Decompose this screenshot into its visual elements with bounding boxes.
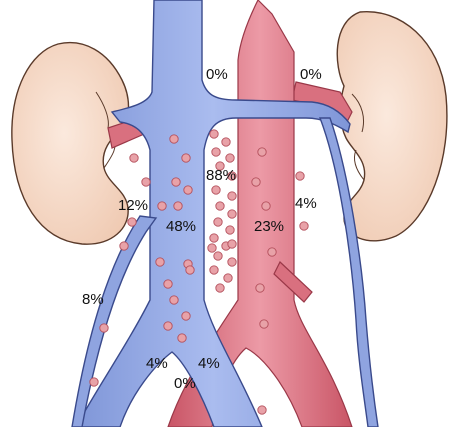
particle-dot xyxy=(299,221,309,231)
particle-dot xyxy=(215,161,225,171)
particle-dot xyxy=(255,283,265,293)
particle-dot xyxy=(119,241,129,251)
particle-dot xyxy=(209,233,219,243)
particle-dot xyxy=(251,177,261,187)
particle-dot xyxy=(227,209,237,219)
particle-dot xyxy=(295,171,305,181)
particle-dot xyxy=(99,323,109,333)
particle-dot xyxy=(225,225,235,235)
particle-dot xyxy=(213,217,223,227)
particle-dot xyxy=(157,201,167,211)
particle-dot xyxy=(127,217,137,227)
particle-dot xyxy=(171,177,181,187)
particle-dot xyxy=(227,239,237,249)
particle-dot xyxy=(163,321,173,331)
percentage-labels: 0% 0% 88% 12% 48% 23% 4% 8% 4% 4% 0% xyxy=(82,66,322,392)
particle-dot xyxy=(257,405,267,415)
label-bifurcation: 0% xyxy=(174,375,196,392)
particle-dot xyxy=(209,129,219,139)
particle-dot xyxy=(227,171,237,181)
label-right-iliac: 4% xyxy=(198,355,220,372)
particle-dot xyxy=(225,153,235,163)
label-left-lumbar: 8% xyxy=(82,291,104,308)
particle-dot xyxy=(215,283,225,293)
particle-dot xyxy=(227,191,237,201)
label-ivc-main: 48% xyxy=(166,218,196,235)
particle-dot xyxy=(185,265,195,275)
particle-dot xyxy=(129,153,139,163)
label-left-renal-vein: 0% xyxy=(206,66,228,83)
particle-dot xyxy=(267,247,277,257)
particle-dot xyxy=(207,243,217,253)
particle-dot xyxy=(169,134,179,144)
particle-dot xyxy=(211,147,221,157)
particle-dot xyxy=(221,137,231,147)
particle-dot xyxy=(213,251,223,261)
particle-dot xyxy=(141,177,151,187)
label-aorta: 23% xyxy=(254,218,284,235)
particle-dot xyxy=(155,257,165,267)
particle-dot xyxy=(89,377,99,387)
particle-dot xyxy=(257,147,267,157)
particle-dot xyxy=(209,265,219,275)
label-right-renal-vein: 0% xyxy=(300,66,322,83)
particle-dot xyxy=(223,273,233,283)
label-above-renal-ivc: 88% xyxy=(206,167,236,184)
label-left-iliac: 4% xyxy=(146,355,168,372)
particle-dot xyxy=(163,279,173,289)
particle-dot xyxy=(177,333,187,343)
particle-dot xyxy=(215,201,225,211)
particle-dot xyxy=(181,153,191,163)
particle-dot xyxy=(181,311,191,321)
left-kidney xyxy=(11,42,130,245)
particle-dot xyxy=(169,295,179,305)
particle-dot xyxy=(259,319,269,329)
label-right-gonadal: 4% xyxy=(295,195,317,212)
particle-dot xyxy=(211,185,221,195)
particle-dot xyxy=(183,185,193,195)
particle-dot xyxy=(261,201,271,211)
label-left-gonadal: 12% xyxy=(118,197,148,214)
particle-dot xyxy=(173,201,183,211)
particle-dot xyxy=(227,257,237,267)
embolic-particles xyxy=(89,129,309,415)
right-kidney xyxy=(336,11,448,242)
